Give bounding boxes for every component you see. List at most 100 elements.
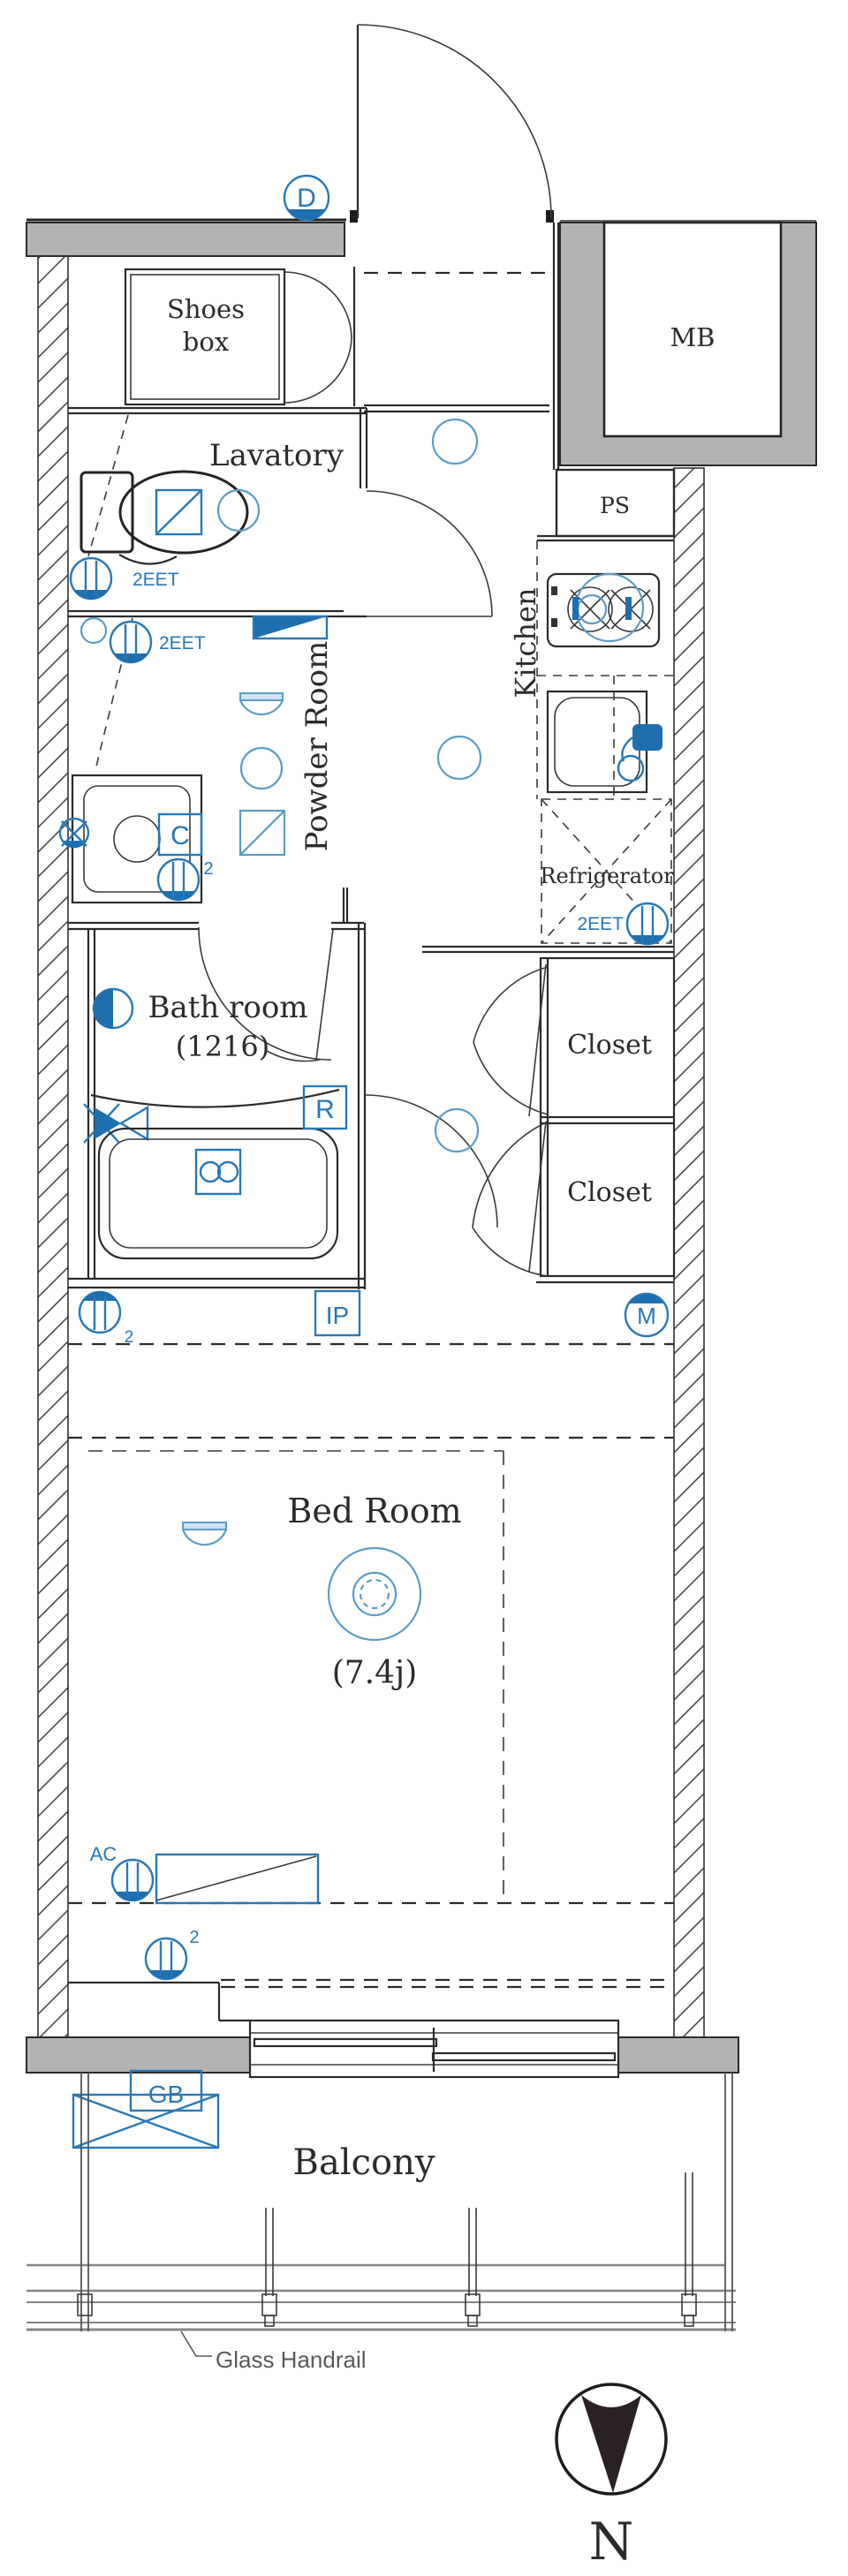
- badge-m-label: M: [637, 1303, 656, 1329]
- vent-dashed-lavatory: [87, 414, 129, 557]
- outlet-label-2eet-lavatory: 2EET: [132, 570, 179, 590]
- room-label-balcony: Balcony: [293, 2142, 435, 2183]
- closet-walls: [536, 956, 676, 1284]
- room-label-refrigerator: Refrigerator: [540, 864, 674, 888]
- powder-light-icon: [239, 746, 284, 790]
- bath-counter-edge: [90, 1088, 340, 1108]
- meter-badge: M: [624, 1292, 670, 1338]
- handrail-leader-line: [180, 2330, 212, 2357]
- window-sill-step: [68, 1981, 250, 2022]
- outlet-sup2-bedroom: 2: [189, 1928, 199, 1947]
- room-label-kitchen: Kitchen: [509, 587, 542, 698]
- faucet-icon: [632, 724, 662, 751]
- east-wall-hatched: [673, 467, 705, 2038]
- badge-ip-box: [314, 1289, 361, 1337]
- gas-stove: [546, 572, 661, 648]
- gas-box: [72, 2069, 220, 2149]
- shoes-box-doors: [284, 267, 356, 406]
- outlet-icon-bedroom: [144, 1937, 188, 1981]
- sliding-window: [248, 2019, 620, 2079]
- kitchen-sink: [546, 690, 662, 794]
- room-label-lavatory: Lavatory: [209, 438, 344, 473]
- outlet-icon-kitchen: [625, 902, 670, 946]
- room-size-bed-room: (7.4j): [332, 1655, 418, 1691]
- powder-basin: [238, 692, 284, 716]
- west-wall-hatched: [37, 255, 69, 2038]
- door-jamb-right: [546, 210, 554, 223]
- balcony-wall-left: [26, 2036, 251, 2074]
- toilet-lid-icon: [155, 488, 203, 536]
- glass-handrail-label: Glass Handrail: [216, 2346, 367, 2373]
- bathroom-door: [198, 926, 334, 1061]
- outlet-icon-bath-wall: [78, 1290, 122, 1334]
- bedroom-door: [364, 1094, 498, 1228]
- room-label-closet-upper: Closet: [567, 1030, 652, 1061]
- north-wall: [26, 222, 345, 257]
- badge-ac-label: AC: [90, 1843, 117, 1865]
- outlet-sub2-bath: 2: [125, 1328, 134, 1347]
- outlet-icon-powder-wall: [109, 620, 153, 664]
- outlet-label-2eet-kitchen: 2EET: [577, 914, 624, 934]
- door-jamb-left: [350, 210, 358, 223]
- bath-label-leader: [266, 1050, 321, 1062]
- kitchen-counter-dashed: [536, 540, 674, 799]
- room-label-shoes-box-2: box: [183, 327, 229, 357]
- air-conditioner-unit: [155, 1853, 320, 1905]
- bedroom-dashed-area: [88, 1450, 504, 1903]
- vent-dashed-powder: [95, 617, 133, 771]
- balcony-wall-right: [617, 2036, 739, 2074]
- badge-ip-label: IP: [326, 1302, 349, 1329]
- labels: Shoes box Lavatory MB PS Powder Room Kit…: [90, 294, 716, 2572]
- compass: [555, 2383, 668, 2496]
- handrail-posts: [77, 2172, 697, 2327]
- outlet-sub-icon: [80, 616, 108, 645]
- shoes-box: [124, 268, 286, 406]
- bedroom-sconce-icon: [181, 1522, 228, 1546]
- room-label-shoes-box-1: Shoes: [167, 294, 245, 324]
- room-label-mb: MB: [670, 322, 715, 352]
- hall-light-icon-2: [436, 735, 482, 781]
- badge-d-label: D: [297, 184, 316, 213]
- room-label-ps: PS: [600, 493, 630, 518]
- closet-bifold-doors: [472, 963, 549, 1277]
- meter-box: [559, 220, 817, 466]
- badge-r-label: R: [315, 1095, 335, 1124]
- powder-mirror-icon: [238, 809, 286, 857]
- badge-gb-label: GB: [148, 2081, 184, 2108]
- window-header-dashed: [221, 1978, 674, 1989]
- lavatory-door: [366, 490, 493, 617]
- doors: [198, 24, 552, 1277]
- badge-r-box: [302, 1084, 348, 1130]
- compass-n-label: N: [589, 2512, 634, 2572]
- compass-needle-icon: [581, 2395, 641, 2493]
- badge-c-box: [157, 812, 203, 857]
- electric-symbols: D M C R IP: [69, 174, 670, 1981]
- badge-c-label: C: [170, 821, 190, 850]
- toilet: [80, 470, 261, 565]
- outlet-sup2-powder: 2: [203, 859, 213, 879]
- glass-handrail: [26, 2073, 736, 2357]
- exterior-walls: [26, 210, 817, 2074]
- powder-threshold: [252, 615, 329, 640]
- lavatory-light-icon: [216, 488, 261, 533]
- bath-light-icon: [92, 987, 134, 1030]
- room-label-powder-room: Powder Room: [299, 641, 335, 852]
- outlet-icon-ac: [110, 1858, 155, 1902]
- fixtures: [26, 268, 736, 2496]
- outlet-label-2eet-powder: 2EET: [159, 633, 206, 653]
- room-size-bath-room: (1216): [176, 1030, 269, 1063]
- entrance-step: [364, 404, 549, 413]
- outlet-icon-lavatory: [69, 556, 113, 601]
- bedroom-ceiling-light-icon: [327, 1546, 422, 1642]
- bath-mixing-valve-icon: [83, 1103, 149, 1144]
- bathtub: [97, 1127, 339, 1260]
- shower-control-icon: [194, 1148, 242, 1196]
- room-label-closet-lower: Closet: [567, 1177, 652, 1208]
- room-label-bath-room: Bath room: [148, 990, 307, 1025]
- outlet-icon-powder: [156, 857, 201, 902]
- room-label-bed-room: Bed Room: [287, 1492, 461, 1530]
- corridor-light-icon: [434, 1107, 480, 1153]
- entrance-door: [356, 24, 552, 219]
- hall-light-icon: [431, 418, 479, 465]
